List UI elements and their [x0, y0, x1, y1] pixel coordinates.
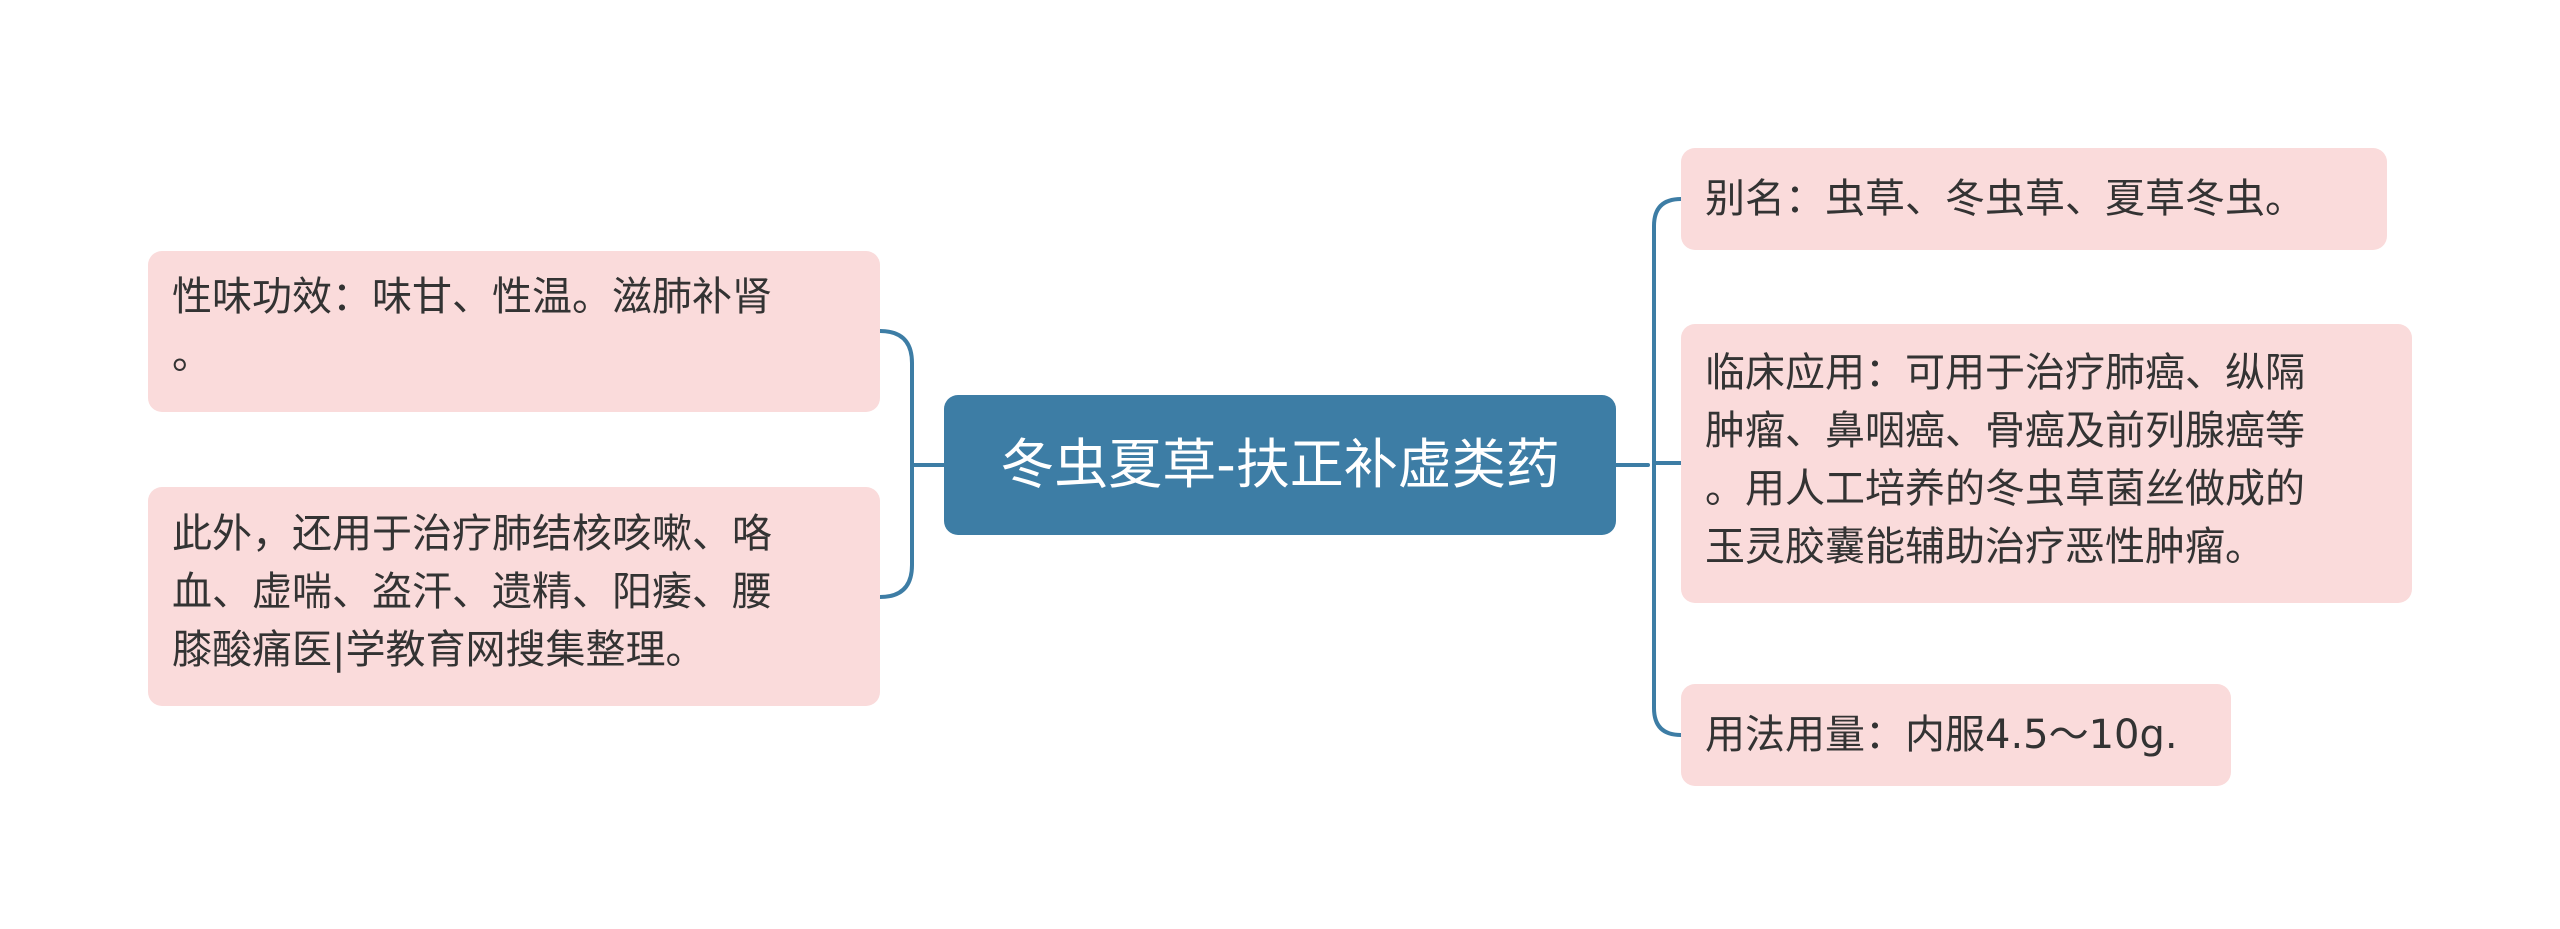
connector-right-trunk — [1652, 197, 1683, 737]
topic-clinical-application[interactable]: 临床应用：可用于治疗肺癌、纵隔 肿瘤、鼻咽癌、骨癌及前列腺癌等 。用人工培养的冬… — [1681, 324, 2412, 603]
topic-other-uses[interactable]: 此外，还用于治疗肺结核咳嗽、咯 血、虚喘、盗汗、遗精、阳痿、腰 膝酸痛医|学教育… — [148, 487, 880, 706]
topic-aliases[interactable]: 别名：虫草、冬虫草、夏草冬虫。 — [1681, 148, 2387, 250]
topic-properties-effects[interactable]: 性味功效：味甘、性温。滋肺补肾 。 — [148, 251, 880, 412]
topic-dosage[interactable]: 用法用量：内服4.5～10g. — [1681, 684, 2231, 786]
connector-left-bracket — [878, 329, 914, 599]
central-topic[interactable]: 冬虫夏草-扶正补虚类药 — [944, 395, 1616, 535]
